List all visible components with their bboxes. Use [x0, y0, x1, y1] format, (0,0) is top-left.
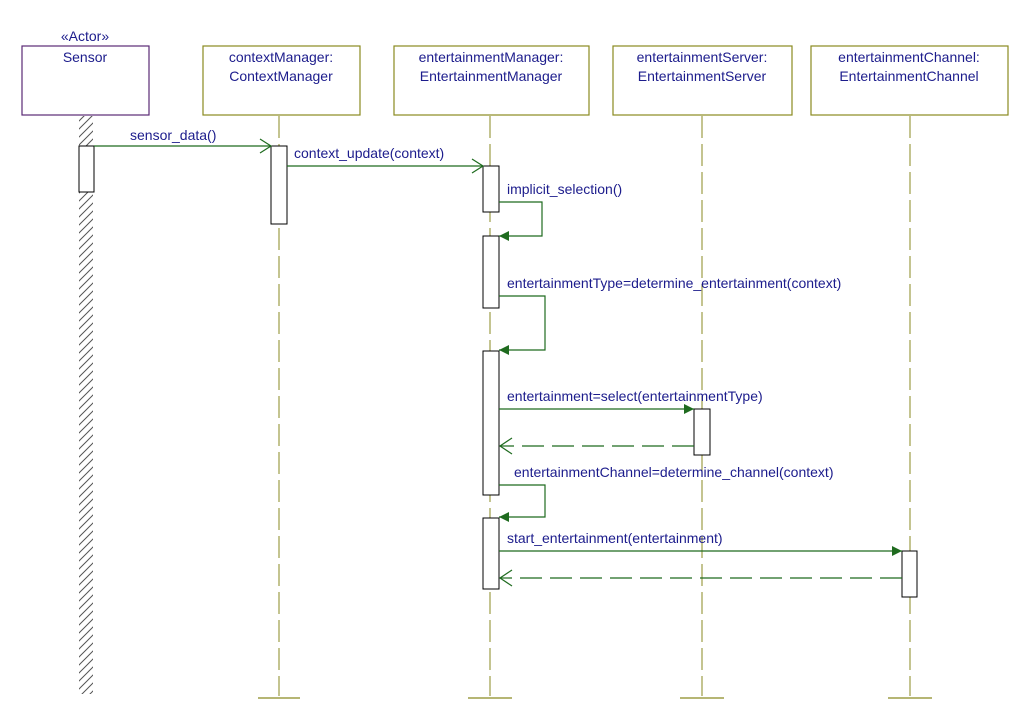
msg-select-return-arrowhead [498, 437, 513, 455]
msg-sensor-data-arrowhead [259, 138, 273, 154]
participant-instance: entertainmentChannel: [838, 49, 980, 65]
msg-context-update-arrowhead [471, 158, 485, 174]
msg-label-context-update: context_update(context) [294, 145, 444, 161]
em-activation-4 [482, 517, 500, 590]
participant-entertainment-channel: entertainmentChannel: EntertainmentChann… [810, 45, 1009, 116]
participant-sensor: «Actor» Sensor [21, 28, 150, 116]
msg-label-implicit-selection: implicit_selection() [507, 181, 622, 197]
participant-class: ContextManager [229, 68, 333, 84]
participant-context-manager: contextManager: ContextManager [202, 45, 361, 116]
msg-determine-channel-line [499, 484, 546, 522]
em-activation-1 [482, 165, 500, 213]
em-activation-3 [482, 350, 500, 496]
msg-determine-entertainment-line [499, 295, 546, 355]
msg-label-start-entertainment: start_entertainment(entertainment) [507, 530, 723, 546]
msg-label-sensor-data: sensor_data() [130, 127, 216, 143]
participant-name: Sensor [63, 49, 108, 65]
ec-activation [901, 550, 918, 598]
participant-instance: entertainmentManager: [419, 49, 564, 65]
participant-instance: entertainmentServer: [637, 49, 768, 65]
participant-class: EntertainmentManager [420, 68, 563, 84]
actor-stereotype: «Actor» [61, 28, 109, 44]
participant-entertainment-manager: entertainmentManager: EntertainmentManag… [393, 45, 590, 116]
em-activation-2 [482, 235, 500, 309]
msg-label-determine-entertainment: entertainmentType=determine_entertainmen… [507, 275, 841, 291]
sensor-activation [78, 145, 95, 193]
context-manager-activation [270, 145, 288, 225]
sensor-lifeline [79, 116, 93, 694]
participant-class: EntertainmentChannel [839, 68, 978, 84]
msg-label-determine-channel: entertainmentChannel=determine_channel(c… [514, 464, 833, 480]
participant-entertainment-server: entertainmentServer: EntertainmentServer [612, 45, 793, 116]
es-activation [693, 408, 711, 456]
participant-class: EntertainmentServer [638, 68, 767, 84]
msg-start-return-arrowhead [498, 569, 513, 587]
msg-label-select: entertainment=select(entertainmentType) [507, 388, 763, 404]
participant-instance: contextManager: [229, 49, 333, 65]
msg-implicit-selection-line [499, 201, 543, 241]
